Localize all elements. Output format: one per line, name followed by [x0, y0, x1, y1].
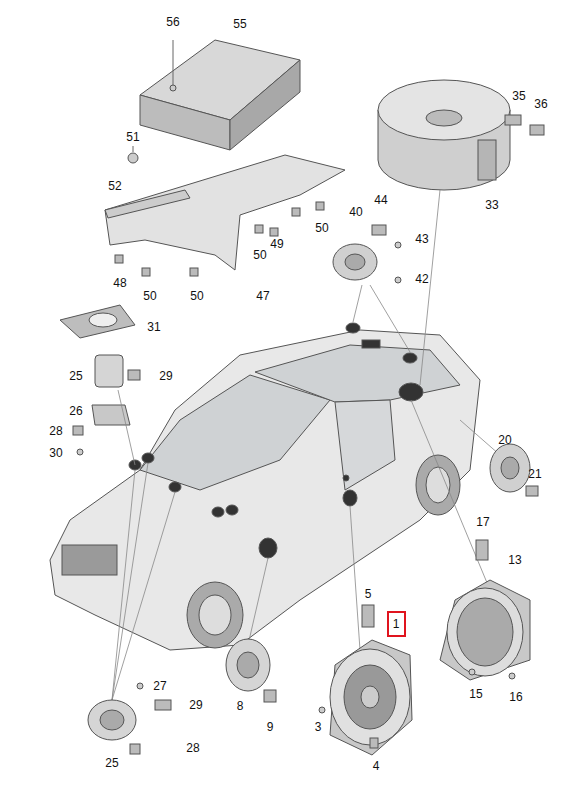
callout-number: 55 — [232, 17, 247, 31]
callout-number: 9 — [266, 720, 275, 734]
callout-number: 1 — [389, 617, 404, 631]
callout-number: 35 — [511, 89, 526, 103]
callout-number: 50 — [142, 289, 157, 303]
callout-number: 4 — [372, 759, 381, 773]
callout-number: 42 — [414, 272, 429, 286]
callout-number: 15 — [468, 687, 483, 701]
callout-number: 17 — [475, 515, 490, 529]
callout-number: 52 — [107, 179, 122, 193]
highlight-box: 1 — [387, 611, 406, 637]
callout-number: 28 — [185, 741, 200, 755]
callout-number: 50 — [189, 289, 204, 303]
callout-number: 33 — [484, 198, 499, 212]
callout-number: 50 — [314, 221, 329, 235]
callout-number: 48 — [112, 276, 127, 290]
callout-number: 43 — [414, 232, 429, 246]
callout-number: 30 — [48, 446, 63, 460]
callout-number: 28 — [48, 424, 63, 438]
callout-number: 27 — [152, 679, 167, 693]
callout-number: 29 — [188, 698, 203, 712]
callout-number: 13 — [507, 553, 522, 567]
callout-number: 51 — [125, 130, 140, 144]
callout-number: 21 — [527, 467, 542, 481]
callout-number: 36 — [533, 97, 548, 111]
callout-number: 3 — [314, 720, 323, 734]
callout-number: 47 — [255, 289, 270, 303]
callout-number: 40 — [348, 205, 363, 219]
callout-number: 49 — [269, 237, 284, 251]
callout-number: 44 — [373, 193, 388, 207]
callout-number: 16 — [508, 690, 523, 704]
callout-number: 29 — [158, 369, 173, 383]
callout-number: 26 — [68, 404, 83, 418]
callout-number: 56 — [165, 15, 180, 29]
callout-number: 20 — [497, 433, 512, 447]
callout-number: 25 — [68, 369, 83, 383]
callout-number: 50 — [252, 248, 267, 262]
callout-number: 31 — [146, 320, 161, 334]
callout-number: 5 — [364, 587, 373, 601]
callout-number: 25 — [104, 756, 119, 770]
callout-number: 8 — [236, 699, 245, 713]
